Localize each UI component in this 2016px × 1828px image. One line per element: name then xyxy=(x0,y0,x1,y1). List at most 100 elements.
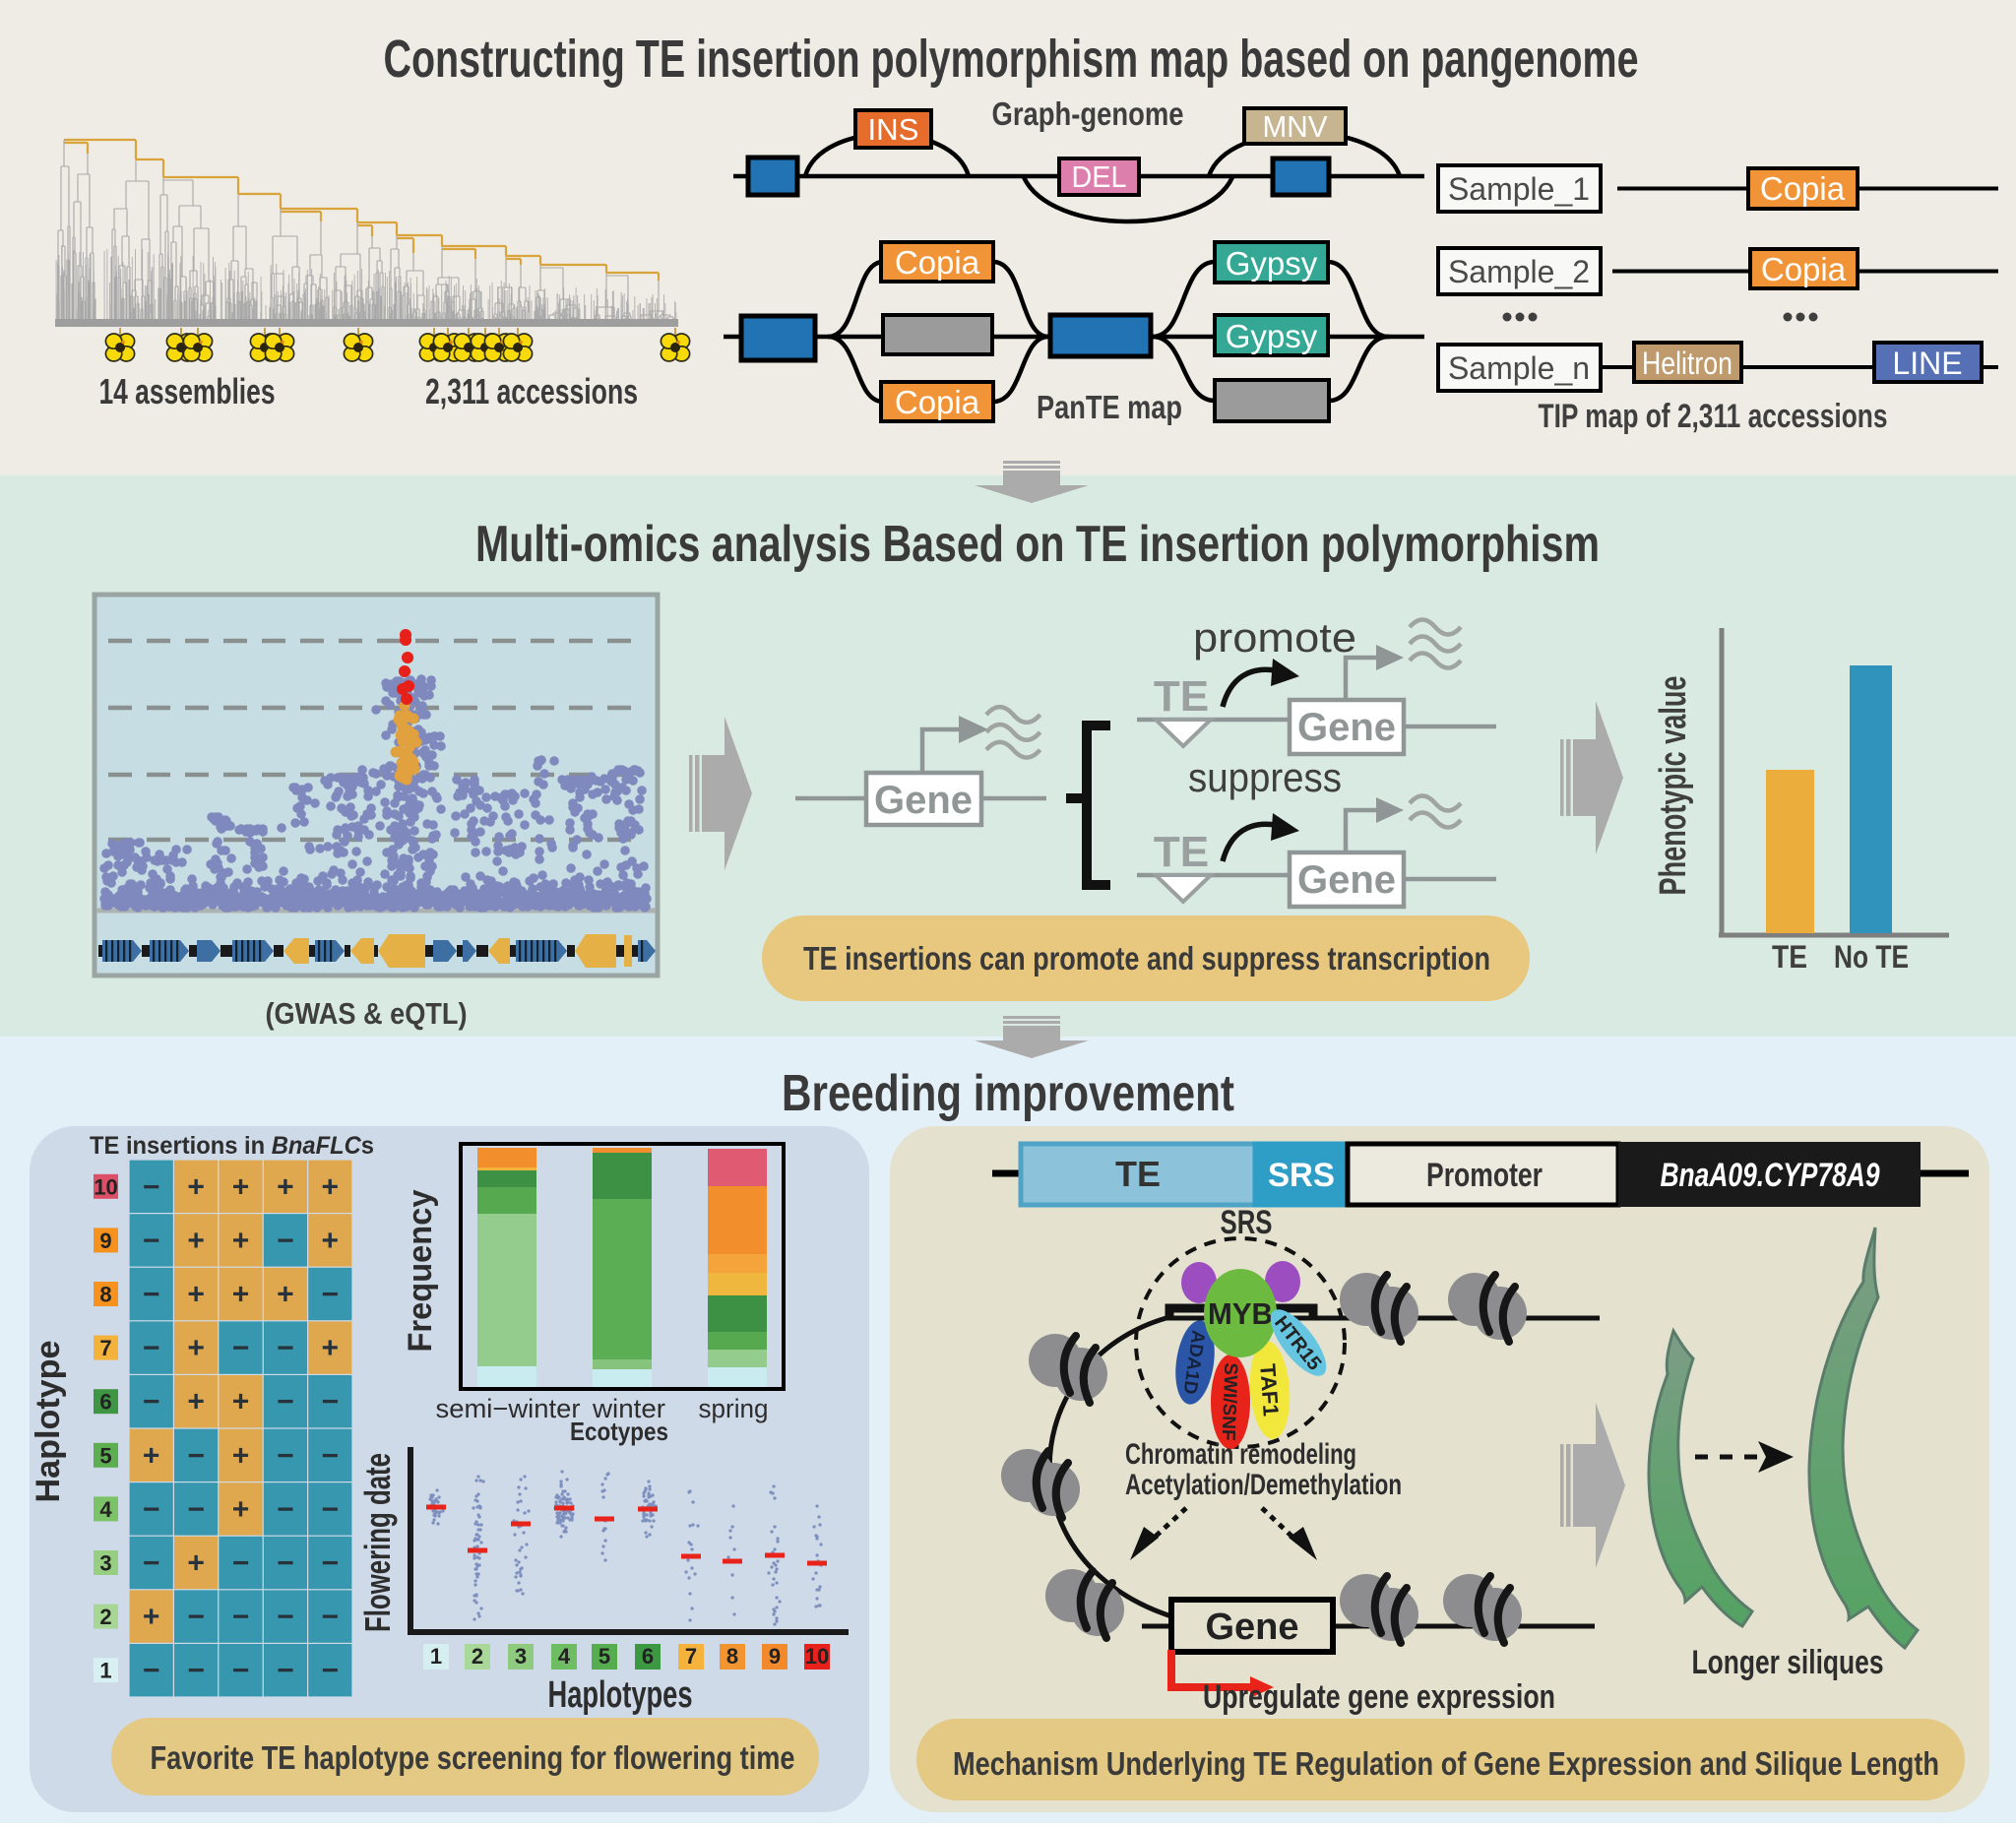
svg-text:semi−winter: semi−winter xyxy=(436,1394,581,1423)
svg-text:Ecotypes: Ecotypes xyxy=(570,1417,668,1446)
svg-text:−: − xyxy=(277,1601,294,1633)
svg-text:+: + xyxy=(232,1170,250,1203)
svg-text:−: − xyxy=(322,1547,340,1580)
svg-text:−: − xyxy=(277,1439,294,1472)
svg-text:+: + xyxy=(232,1279,250,1311)
svg-text:7: 7 xyxy=(685,1644,697,1669)
svg-text:−: − xyxy=(322,1279,340,1311)
svg-text:3: 3 xyxy=(515,1644,527,1669)
svg-text:14 assemblies: 14 assemblies xyxy=(99,371,276,411)
svg-text:Multi-omics analysis Based on: Multi-omics analysis Based on TE inserti… xyxy=(475,516,1600,573)
svg-text:+: + xyxy=(143,1439,160,1472)
svg-text:MNV: MNV xyxy=(1263,109,1328,144)
svg-text:8: 8 xyxy=(726,1644,738,1669)
svg-text:−: − xyxy=(143,1493,160,1526)
svg-text:−: − xyxy=(322,1655,340,1687)
svg-text:5: 5 xyxy=(598,1644,610,1669)
svg-text:TE: TE xyxy=(1772,939,1807,975)
svg-text:−: − xyxy=(277,1655,294,1687)
svg-text:MYB: MYB xyxy=(1208,1296,1273,1331)
svg-text:−: − xyxy=(277,1547,294,1580)
svg-text:Gene: Gene xyxy=(1297,858,1396,902)
svg-text:Flowering date: Flowering date xyxy=(357,1453,398,1632)
svg-text:Constructing TE insertion poly: Constructing TE insertion polymorphism m… xyxy=(384,30,1639,89)
svg-text:LINE: LINE xyxy=(1892,346,1962,381)
svg-text:+: + xyxy=(187,1170,205,1203)
svg-text:−: − xyxy=(322,1493,340,1526)
svg-text:10: 10 xyxy=(94,1174,117,1199)
svg-text:2,311 accessions: 2,311 accessions xyxy=(425,371,638,411)
svg-text:2: 2 xyxy=(472,1644,483,1669)
svg-text:Copia: Copia xyxy=(1761,251,1847,287)
svg-text:−: − xyxy=(322,1386,340,1418)
svg-text:DEL: DEL xyxy=(1072,159,1127,194)
svg-text:3: 3 xyxy=(99,1551,111,1576)
svg-text:+: + xyxy=(232,1225,250,1257)
svg-text:−: − xyxy=(187,1439,205,1472)
svg-text:Gene: Gene xyxy=(874,779,973,822)
svg-text:SRS: SRS xyxy=(1268,1157,1335,1194)
svg-text:1: 1 xyxy=(430,1644,442,1669)
svg-text:Gypsy: Gypsy xyxy=(1226,245,1318,282)
svg-text:PanTE map: PanTE map xyxy=(1037,389,1182,425)
svg-text:Copia: Copia xyxy=(895,384,980,420)
svg-text:6: 6 xyxy=(642,1644,654,1669)
svg-text:2: 2 xyxy=(99,1605,111,1629)
svg-text:−: − xyxy=(143,1547,160,1580)
svg-text:Gypsy: Gypsy xyxy=(1226,318,1318,354)
svg-text:No TE: No TE xyxy=(1834,939,1909,975)
svg-text:+: + xyxy=(322,1225,340,1257)
svg-text:−: − xyxy=(143,1332,160,1364)
svg-text:+: + xyxy=(277,1170,294,1203)
svg-text:6: 6 xyxy=(99,1390,111,1415)
svg-text:Gene: Gene xyxy=(1297,706,1396,749)
svg-text:TE: TE xyxy=(1154,828,1209,876)
svg-text:Gene: Gene xyxy=(1205,1607,1298,1648)
svg-text:BnaA09.CYP78A9: BnaA09.CYP78A9 xyxy=(1661,1157,1880,1194)
svg-text:spring: spring xyxy=(699,1394,769,1423)
svg-text:−: − xyxy=(187,1655,205,1687)
svg-text:4: 4 xyxy=(558,1644,571,1669)
svg-text:Sample_n: Sample_n xyxy=(1448,350,1590,386)
svg-text:Frequency: Frequency xyxy=(402,1189,439,1352)
svg-text:9: 9 xyxy=(99,1229,111,1253)
svg-text:+: + xyxy=(232,1386,250,1418)
svg-text:+: + xyxy=(143,1601,160,1633)
svg-text:−: − xyxy=(143,1655,160,1687)
svg-text:+: + xyxy=(322,1170,340,1203)
svg-text:+: + xyxy=(187,1225,205,1257)
svg-text:−: − xyxy=(277,1332,294,1364)
svg-text:Breeding improvement: Breeding improvement xyxy=(782,1065,1234,1122)
svg-text:INS: INS xyxy=(868,112,919,147)
svg-text:+: + xyxy=(187,1279,205,1311)
svg-text:Longer siliques: Longer siliques xyxy=(1692,1644,1884,1681)
svg-text:TE: TE xyxy=(1154,672,1209,721)
svg-text:−: − xyxy=(143,1279,160,1311)
svg-text:+: + xyxy=(232,1493,250,1526)
svg-text:promote: promote xyxy=(1193,614,1356,661)
svg-text:Favorite TE haplotype screenin: Favorite TE haplotype screening for flow… xyxy=(151,1739,795,1776)
svg-text:Upregulate gene expression: Upregulate gene expression xyxy=(1203,1678,1555,1716)
svg-text:Copia: Copia xyxy=(1760,170,1846,207)
svg-text:4: 4 xyxy=(99,1497,112,1522)
svg-text:+: + xyxy=(322,1332,340,1364)
svg-text:−: − xyxy=(187,1601,205,1633)
svg-text:Sample_1: Sample_1 xyxy=(1448,171,1590,207)
svg-text:+: + xyxy=(277,1279,294,1311)
svg-text:TE insertions can promote and: TE insertions can promote and suppress t… xyxy=(803,940,1490,977)
svg-text:−: − xyxy=(232,1332,250,1364)
svg-text:+: + xyxy=(232,1439,250,1472)
svg-text:Copia: Copia xyxy=(895,244,980,281)
svg-text:10: 10 xyxy=(805,1644,829,1669)
svg-text:7: 7 xyxy=(99,1336,111,1360)
svg-text:TAF1: TAF1 xyxy=(1255,1363,1284,1418)
svg-text:−: − xyxy=(277,1493,294,1526)
svg-text:Helitron: Helitron xyxy=(1642,346,1732,381)
svg-text:9: 9 xyxy=(769,1644,781,1669)
svg-text:Phenotypic value: Phenotypic value xyxy=(1653,676,1694,896)
svg-text:−: − xyxy=(277,1225,294,1257)
svg-text:Chromatin remodeling: Chromatin remodeling xyxy=(1125,1438,1356,1471)
svg-text:8: 8 xyxy=(99,1283,111,1307)
svg-text:−: − xyxy=(232,1547,250,1580)
svg-text:TIP map of 2,311 accessions: TIP map of 2,311 accessions xyxy=(1539,398,1888,435)
